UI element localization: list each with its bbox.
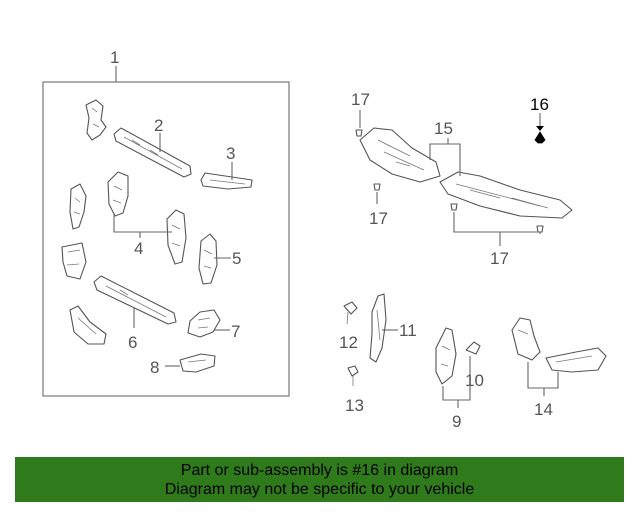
callout-3[interactable]: 3 — [226, 144, 235, 163]
callout-5[interactable]: 5 — [232, 249, 241, 268]
callout-1[interactable]: 1 — [110, 48, 119, 67]
callout-17a[interactable]: 17 — [351, 90, 370, 109]
callout-2[interactable]: 2 — [154, 116, 163, 135]
footer-banner: Part or sub-assembly is #16 in diagram D… — [15, 457, 624, 502]
part-2-upper-support[interactable] — [113, 127, 192, 178]
callout-16[interactable]: 16 — [530, 95, 549, 114]
callout-6[interactable]: 6 — [128, 333, 137, 352]
footer-line-1: Part or sub-assembly is #16 in diagram — [180, 462, 459, 479]
callout-10[interactable]: 10 — [465, 371, 484, 390]
part-bracket-upper-left[interactable] — [85, 99, 107, 141]
part-12-bolt[interactable] — [343, 301, 358, 325]
part-9-bracket[interactable] — [435, 327, 457, 385]
callout-15[interactable]: 15 — [434, 119, 453, 138]
part-17-clip-lower-right[interactable] — [536, 225, 544, 233]
part-7-bracket[interactable] — [187, 309, 221, 338]
part-bracket-mid-left[interactable] — [61, 242, 87, 280]
callout-14[interactable]: 14 — [534, 400, 553, 419]
callout-12[interactable]: 12 — [339, 333, 358, 352]
callout-13[interactable]: 13 — [345, 396, 364, 415]
part-6-lower-support[interactable] — [93, 275, 177, 325]
part-14-bracket-a[interactable] — [511, 317, 541, 361]
callout-17c[interactable]: 17 — [490, 249, 509, 268]
part-11-deflector[interactable] — [369, 293, 387, 363]
callout-7[interactable]: 7 — [231, 322, 240, 341]
part-17-clip-mid[interactable] — [373, 183, 381, 191]
part-15-undercover-rear[interactable] — [439, 171, 573, 219]
part-15-undercover-front[interactable] — [359, 127, 441, 183]
part-8-bracket[interactable] — [179, 353, 216, 373]
leader-14 — [527, 362, 559, 396]
part-plate-lower-left[interactable] — [69, 305, 107, 345]
part-5-bracket[interactable] — [198, 233, 218, 285]
leader-15 — [429, 138, 461, 176]
part-14-bracket-b[interactable] — [545, 347, 607, 373]
leader-16-arrow — [536, 126, 544, 131]
part-4-bracket-b[interactable] — [166, 209, 187, 265]
part-side-bracket-left[interactable] — [69, 183, 87, 230]
callout-9[interactable]: 9 — [452, 412, 461, 431]
assembly-box — [42, 81, 290, 397]
callout-17b[interactable]: 17 — [369, 209, 388, 228]
leader-17c — [453, 212, 541, 246]
callout-4[interactable]: 4 — [134, 239, 143, 258]
part-16-clip[interactable] — [534, 131, 546, 144]
part-17-clip-upper[interactable] — [355, 129, 363, 137]
footer-line-2: Diagram may not be specific to your vehi… — [164, 481, 475, 498]
part-4-bracket-a[interactable] — [107, 171, 129, 217]
part-17-clip-lower-left[interactable] — [450, 203, 458, 211]
part-10-clip[interactable] — [465, 341, 481, 355]
callout-8[interactable]: 8 — [150, 358, 159, 377]
part-13-nut[interactable] — [347, 365, 359, 386]
callout-11[interactable]: 11 — [399, 321, 417, 340]
part-3-bracket[interactable] — [200, 172, 253, 190]
leader-9 — [442, 356, 471, 401]
leader-4 — [113, 214, 172, 238]
